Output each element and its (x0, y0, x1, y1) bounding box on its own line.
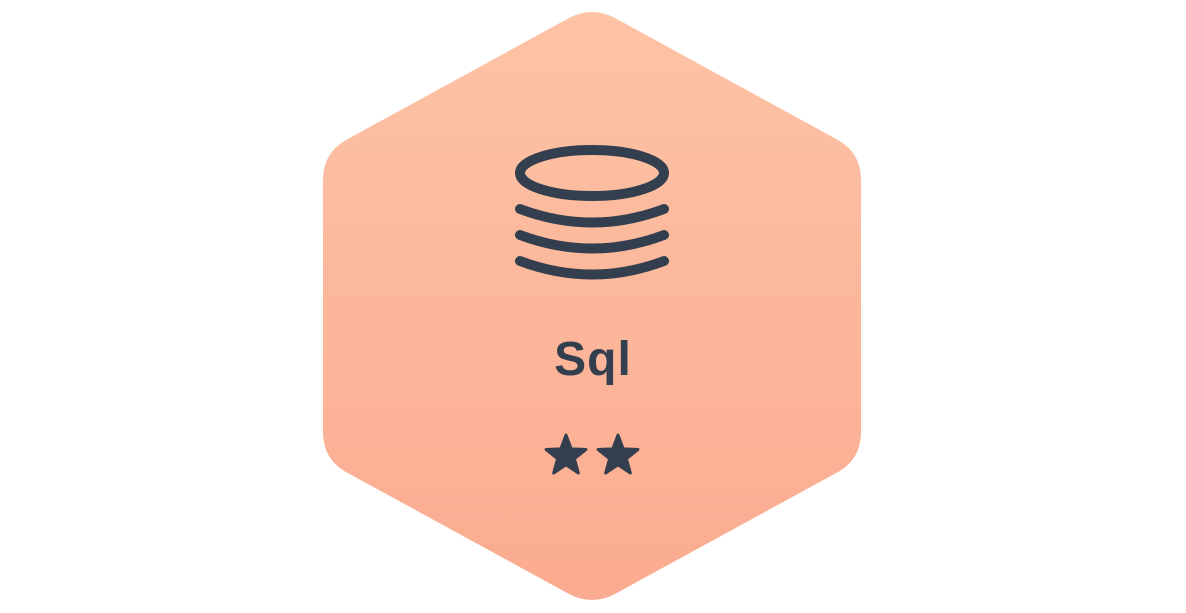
database-icon-top (515, 145, 669, 201)
database-icon-layer-2 (515, 230, 669, 254)
database-icon-layer-3 (515, 256, 669, 280)
hexagon-shape (323, 12, 861, 600)
database-icon-layer-1 (515, 204, 669, 228)
star-icon (596, 433, 640, 475)
database-icon (515, 145, 669, 280)
star-rating (544, 433, 640, 475)
star-icon (544, 433, 588, 475)
badge-title: Sql (554, 333, 632, 386)
